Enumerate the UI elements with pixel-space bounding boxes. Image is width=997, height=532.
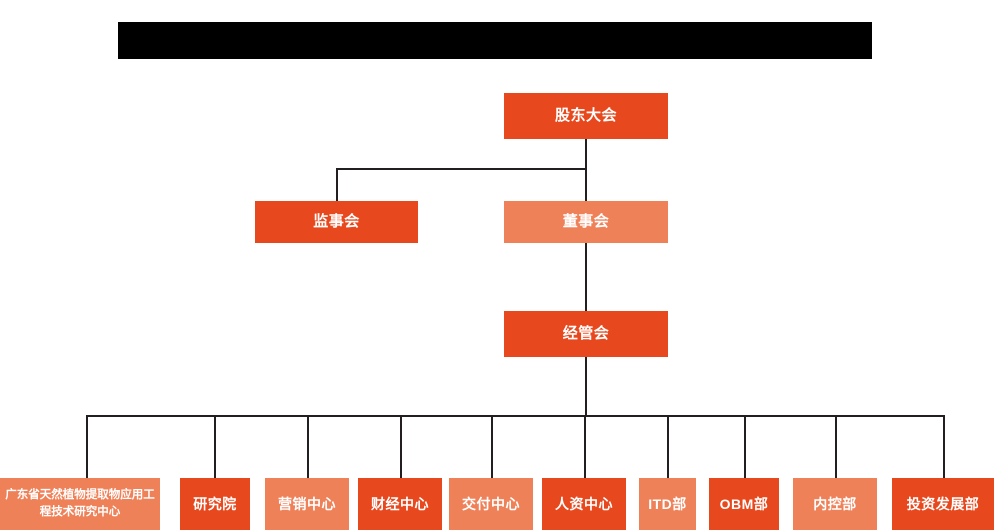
connector-drop-obm-department xyxy=(744,415,746,478)
node-finance-center[interactable]: 财经中心 xyxy=(358,478,442,530)
node-marketing-center[interactable]: 营销中心 xyxy=(265,478,349,530)
connector-drop-itd-department xyxy=(667,415,669,478)
node-label-delivery-center: 交付中心 xyxy=(462,495,520,512)
node-label-internal-control-department: 内控部 xyxy=(813,495,857,512)
connector-drop-marketing-center xyxy=(307,415,309,478)
connector-drop-research-institute xyxy=(214,415,216,478)
node-label-shareholders-meeting: 股东大会 xyxy=(554,106,617,124)
node-obm-department[interactable]: OBM部 xyxy=(709,478,779,530)
connector-management-down xyxy=(585,357,587,416)
node-label-gd-plant-extract-center: 广东省天然植物提取物应用工程技术研究中心 xyxy=(5,489,155,518)
node-shareholders-meeting[interactable]: 股东大会 xyxy=(504,93,668,139)
node-internal-control-department[interactable]: 内控部 xyxy=(793,478,877,530)
connector-drop-finance-center xyxy=(400,415,402,478)
node-delivery-center[interactable]: 交付中心 xyxy=(449,478,533,530)
connector-directors-to-management xyxy=(585,243,587,311)
node-management-committee[interactable]: 经管会 xyxy=(504,311,668,357)
connector-level2-bus xyxy=(336,168,587,170)
connector-drop-hr-center xyxy=(584,415,586,478)
connector-shareholders-down xyxy=(585,139,587,169)
node-label-itd-department: ITD部 xyxy=(648,495,687,512)
redacted-title-bar xyxy=(118,22,872,59)
node-gd-plant-extract-center[interactable]: 广东省天然植物提取物应用工程技术研究中心 xyxy=(0,478,160,530)
node-label-research-institute: 研究院 xyxy=(193,495,237,512)
node-itd-department[interactable]: ITD部 xyxy=(639,478,696,530)
node-hr-center[interactable]: 人资中心 xyxy=(542,478,626,530)
node-research-institute[interactable]: 研究院 xyxy=(180,478,250,530)
node-board-of-directors[interactable]: 董事会 xyxy=(504,201,668,243)
node-label-hr-center: 人资中心 xyxy=(555,495,613,512)
connector-to-directors xyxy=(585,168,587,201)
node-label-finance-center: 财经中心 xyxy=(371,495,429,512)
connector-drop-delivery-center xyxy=(491,415,493,478)
node-board-of-supervisors[interactable]: 监事会 xyxy=(255,201,418,243)
connector-leaf-bus xyxy=(86,415,944,417)
node-label-board-of-supervisors: 监事会 xyxy=(313,212,360,230)
node-label-investment-development-department: 投资发展部 xyxy=(906,495,980,512)
connector-to-supervisors xyxy=(336,168,338,201)
node-label-obm-department: OBM部 xyxy=(719,495,769,512)
node-label-management-committee: 经管会 xyxy=(562,324,610,342)
connector-drop-investment-development-department xyxy=(943,415,945,478)
node-label-board-of-directors: 董事会 xyxy=(562,212,610,230)
node-label-marketing-center: 营销中心 xyxy=(278,495,336,512)
connector-drop-gd-plant-extract-center xyxy=(86,415,88,478)
node-investment-development-department[interactable]: 投资发展部 xyxy=(892,478,994,530)
connector-drop-internal-control-department xyxy=(835,415,837,478)
